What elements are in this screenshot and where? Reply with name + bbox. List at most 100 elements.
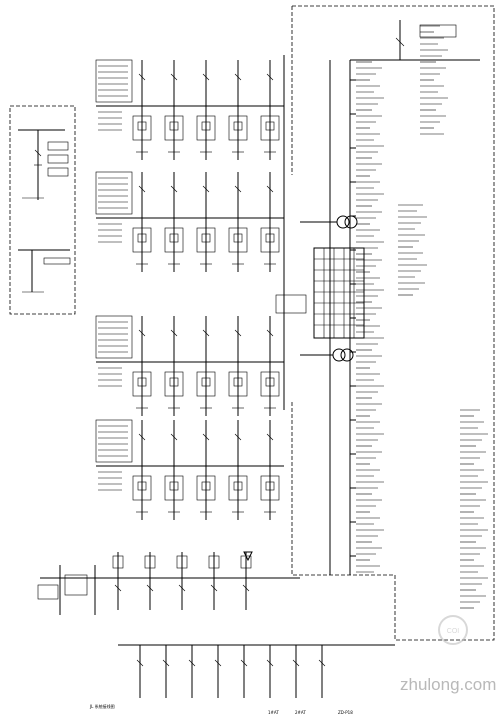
circuit-breaker xyxy=(266,73,274,81)
lower-bus-breaker xyxy=(266,659,274,667)
circuit-breaker xyxy=(170,73,178,81)
left-dashed-panel xyxy=(9,105,76,315)
circuit-breaker xyxy=(138,433,146,441)
lower-bus-breaker xyxy=(136,659,144,667)
circuit-cabinet xyxy=(228,115,248,141)
watermark-text: zhulong.com xyxy=(400,675,496,694)
watermark-seal: COI xyxy=(438,615,468,645)
circuit-breaker xyxy=(138,73,146,81)
feeder-circuit xyxy=(196,420,216,520)
circuit-device xyxy=(233,481,243,491)
circuit-breaker xyxy=(266,433,274,441)
bottom-feeder-breaker xyxy=(178,584,186,592)
bottom-bus xyxy=(40,565,395,646)
circuit-cabinet xyxy=(132,227,152,253)
bottom-feeder-1 xyxy=(112,552,124,610)
circuit-device xyxy=(233,377,243,387)
circuit-device xyxy=(137,481,147,491)
circuit-breaker xyxy=(202,185,210,193)
circuit-cabinet xyxy=(260,475,280,501)
circuit-cabinet xyxy=(132,115,152,141)
circuit-device xyxy=(265,377,275,387)
circuit-cabinet xyxy=(164,227,184,253)
left-panel-circuit-lower xyxy=(18,249,71,293)
feeder-blocks-group xyxy=(95,59,284,520)
circuit-cabinet xyxy=(260,371,280,397)
bottom-feeders-group xyxy=(112,552,326,698)
transformer-upper xyxy=(300,215,358,229)
circuit-breaker xyxy=(202,433,210,441)
top-incoming-switch xyxy=(350,20,480,61)
circuit-cabinet xyxy=(196,371,216,397)
feeder-circuit xyxy=(164,60,184,160)
circuit-cabinet xyxy=(228,227,248,253)
circuit-cabinet xyxy=(260,227,280,253)
bottom-feeder-device xyxy=(176,555,188,569)
bottom-feeder-device xyxy=(208,555,220,569)
circuit-device xyxy=(137,121,147,131)
right-label-column-3 xyxy=(460,409,488,609)
circuit-breaker xyxy=(202,73,210,81)
circuit-cabinet xyxy=(196,475,216,501)
circuit-device xyxy=(137,233,147,243)
left-panel-circuit-upper xyxy=(18,129,69,200)
circuit-cabinet xyxy=(196,227,216,253)
circuit-cabinet xyxy=(132,371,152,397)
feeder-circuit xyxy=(228,60,248,160)
bottom-feeder-device xyxy=(112,555,124,569)
lower-bus-breaker xyxy=(318,659,326,667)
circuit-breaker xyxy=(138,185,146,193)
circuit-device xyxy=(137,377,147,387)
bottom-left-incomer xyxy=(37,574,88,600)
circuit-breaker xyxy=(234,73,242,81)
circuit-device xyxy=(201,377,211,387)
circuit-breaker xyxy=(266,329,274,337)
watermark-seal-text: COI xyxy=(447,628,460,635)
bottom-feeder-5 xyxy=(240,552,252,610)
feeder-circuit xyxy=(228,172,248,272)
feeder-row-3 xyxy=(95,315,284,416)
right-label-column-2 xyxy=(420,25,448,135)
circuit-device xyxy=(265,121,275,131)
circuit-cabinet xyxy=(228,475,248,501)
switchgear-outline xyxy=(313,247,365,339)
lower-bus-breaker xyxy=(292,659,300,667)
bottom-feeder-breaker xyxy=(210,584,218,592)
bottom-feeder-device xyxy=(144,555,156,569)
feeder-row-header xyxy=(95,419,133,463)
circuit-cabinet xyxy=(196,115,216,141)
circuit-breaker xyxy=(234,329,242,337)
lower-bus-breaker xyxy=(240,659,248,667)
feeder-circuit xyxy=(164,316,184,416)
circuit-device xyxy=(169,121,179,131)
right-dashed-enclosure xyxy=(291,5,495,641)
circuit-device xyxy=(169,481,179,491)
circuit-cabinet xyxy=(164,475,184,501)
bottom-feeder-breaker xyxy=(146,584,154,592)
feeder-circuit xyxy=(260,316,280,416)
lower-bus-breaker xyxy=(188,659,196,667)
feeder-circuit xyxy=(132,316,152,416)
circuit-breaker xyxy=(234,185,242,193)
feeder-circuit xyxy=(196,60,216,160)
feeder-circuit xyxy=(132,420,152,520)
bottom-feeder-breaker xyxy=(242,584,250,592)
lower-bus-breaker xyxy=(214,659,222,667)
feeder-circuit xyxy=(132,60,152,160)
bottom-label-3: ZD-P18 xyxy=(338,710,353,715)
circuit-device xyxy=(265,481,275,491)
feeder-circuit xyxy=(260,60,280,160)
bottom-label-2: 2#AT xyxy=(295,710,306,715)
circuit-device xyxy=(265,233,275,243)
feeder-row-header xyxy=(95,171,133,215)
bottom-feeder-2 xyxy=(144,552,156,610)
circuit-device xyxy=(201,481,211,491)
circuit-device xyxy=(201,233,211,243)
feeder-circuit xyxy=(132,172,152,272)
circuit-breaker xyxy=(234,433,242,441)
feeder-circuit xyxy=(228,420,248,520)
feeder-row-4 xyxy=(95,419,284,520)
bottom-label-1: 1#AT xyxy=(268,710,279,715)
